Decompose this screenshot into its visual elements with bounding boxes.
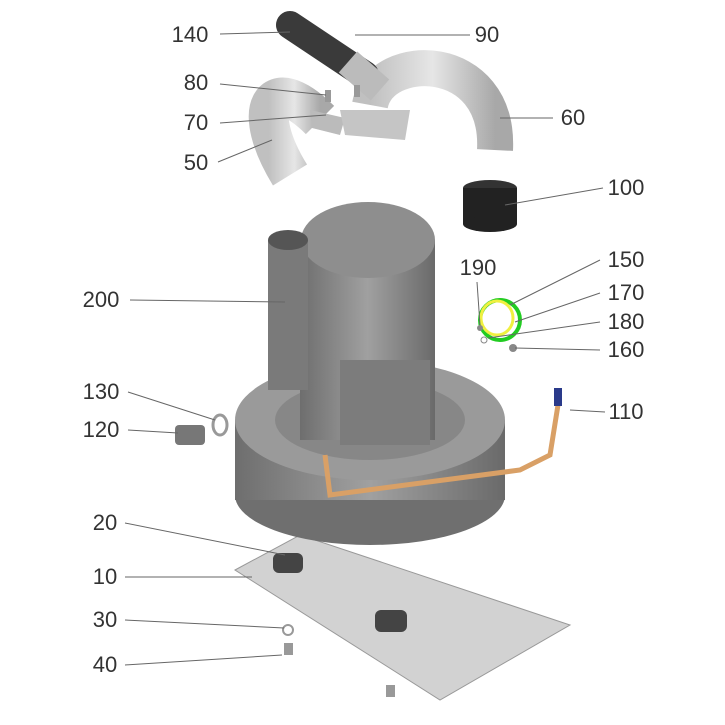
- label-40: 40: [92, 652, 118, 677]
- label-190: 190: [459, 255, 497, 280]
- terminal-box: [340, 360, 430, 445]
- outlet-block: [268, 240, 308, 390]
- label-50: 50: [183, 150, 209, 175]
- label-130: 130: [82, 379, 120, 404]
- label-170: 170: [607, 280, 645, 305]
- label-30: 30: [92, 607, 118, 632]
- label-150: 150: [607, 247, 645, 272]
- label-180: 180: [607, 309, 645, 334]
- label-140: 140: [171, 22, 209, 47]
- ground-cable: [322, 404, 561, 498]
- leader-lines: [124, 31, 606, 666]
- elbow: [248, 77, 335, 186]
- label-20: 20: [92, 510, 118, 535]
- label-160: 160: [607, 337, 645, 362]
- foot-back: [273, 553, 303, 573]
- label-110: 110: [608, 399, 644, 424]
- foot-front: [375, 610, 407, 632]
- label-10: 10: [92, 564, 118, 589]
- label-120: 120: [82, 417, 120, 442]
- cable-gland: [175, 425, 205, 445]
- label-100: 100: [607, 175, 645, 200]
- label-200: 200: [82, 287, 120, 312]
- label-60: 60: [560, 105, 586, 130]
- label-80: 80: [183, 70, 209, 95]
- label-90: 90: [474, 22, 500, 47]
- label-70: 70: [183, 110, 209, 135]
